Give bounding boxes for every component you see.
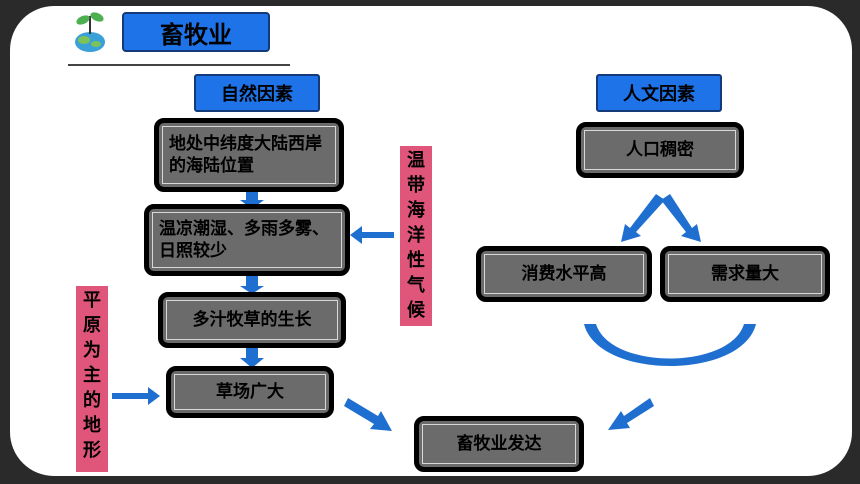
label-climate-type: 温带海洋性气候: [400, 146, 432, 326]
node-pasture-label: 草场广大: [174, 374, 326, 410]
node-location: 地处中纬度大陆西岸的海陆位置: [154, 118, 344, 192]
arrow-pasture-to-result: [344, 398, 392, 431]
node-result: 畜牧业发达: [414, 416, 584, 472]
arrow-climate-to-grass: [240, 274, 264, 294]
label-terrain: 平原为主的地形: [76, 286, 108, 472]
node-consumption: 消费水平高: [476, 246, 652, 302]
node-result-label: 畜牧业发达: [422, 424, 576, 464]
category-natural: 自然因素: [194, 74, 320, 112]
plant-globe-icon: [75, 12, 105, 52]
cycle-curve-shape: [584, 324, 756, 366]
category-human: 人文因素: [596, 74, 722, 112]
node-grass: 多汁牧草的生长: [158, 292, 346, 348]
node-climate-label: 温凉潮湿、多雨多雾、日照较少: [152, 212, 342, 268]
node-grass-label: 多汁牧草的生长: [166, 300, 338, 340]
title-divider: [68, 64, 290, 66]
node-population-label: 人口稠密: [584, 130, 736, 170]
arrow-terrain-label: [112, 387, 160, 405]
slide: 畜牧业 自然因素 人文因素 地处中纬度大陆西岸的海陆位置 温凉潮湿、多雨多雾、日…: [10, 6, 852, 476]
arrow-curve-to-result: [608, 398, 654, 430]
node-consumption-label: 消费水平高: [484, 254, 644, 294]
arrow-population-to-demand: [661, 194, 701, 242]
node-demand-label: 需求量大: [668, 254, 822, 294]
node-demand: 需求量大: [660, 246, 830, 302]
arrow-climate-label: [350, 226, 394, 244]
arrow-population-to-consumption: [621, 194, 665, 242]
label-climate-type-text: 温带海洋性气候: [407, 150, 425, 321]
page-title: 畜牧业: [122, 12, 270, 52]
node-climate: 温凉潮湿、多雨多雾、日照较少: [144, 204, 350, 276]
node-location-label: 地处中纬度大陆西岸的海陆位置: [162, 126, 336, 184]
label-terrain-text: 平原为主的地形: [83, 290, 101, 461]
node-population: 人口稠密: [576, 122, 744, 178]
arrow-grass-to-pasture: [240, 348, 264, 368]
node-pasture: 草场广大: [166, 366, 334, 418]
